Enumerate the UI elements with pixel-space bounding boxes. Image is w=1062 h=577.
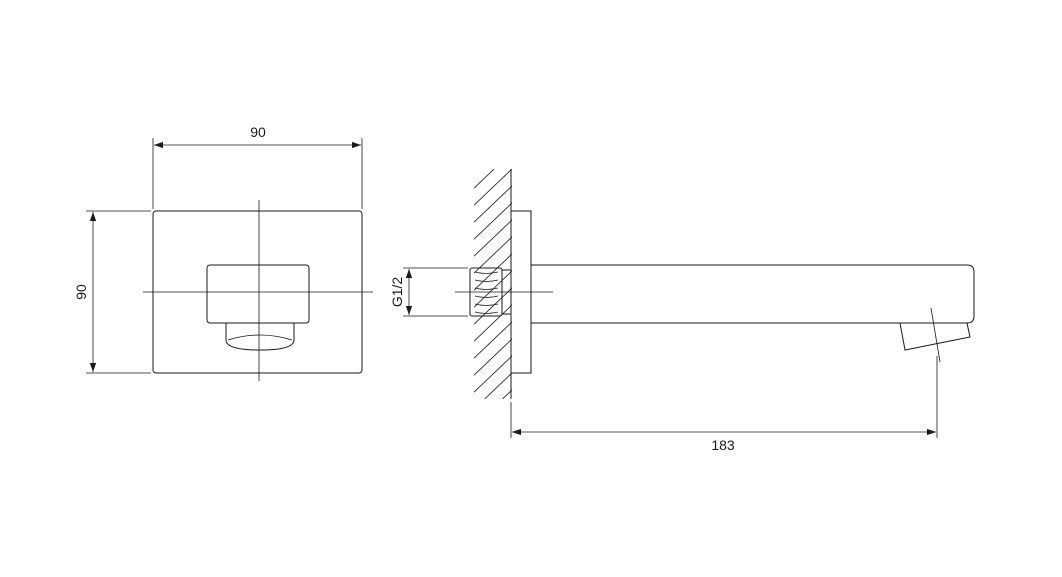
front-nozzle-inner (227, 334, 293, 341)
hatch-line (474, 219, 512, 257)
thread-label: G1/2 (389, 277, 405, 308)
length-label: 183 (711, 437, 735, 453)
hatch-line (474, 321, 512, 359)
front-nozzle (225, 323, 295, 351)
spout-body (531, 264, 975, 324)
hatch-line (501, 389, 512, 399)
hatch-line (474, 338, 512, 376)
thread-grooves (474, 271, 499, 314)
hatch-line (474, 185, 512, 223)
hatch-line (470, 422, 514, 464)
hatch-line (470, 439, 514, 481)
hatch-line (470, 456, 514, 498)
hatch-line (474, 270, 512, 308)
hatch-line (474, 355, 512, 393)
front-width-label: 90 (250, 124, 266, 140)
hatch-line (474, 304, 512, 342)
hatch-line (474, 236, 512, 274)
side-outlet-center (930, 307, 941, 363)
front-height-label: 90 (73, 284, 89, 300)
hatch-line (474, 287, 512, 325)
spout-outlet-nozzle (899, 322, 971, 351)
wall-hatching (470, 169, 514, 498)
front-view: 90 90 (73, 124, 373, 381)
front-outlet-block (206, 264, 310, 324)
side-view: G1/2 183 (389, 169, 975, 498)
hatch-line (474, 169, 495, 189)
hatch-line (474, 169, 512, 206)
hatch-line (470, 405, 514, 447)
hatch-line (484, 372, 512, 399)
hatch-line (474, 202, 512, 240)
